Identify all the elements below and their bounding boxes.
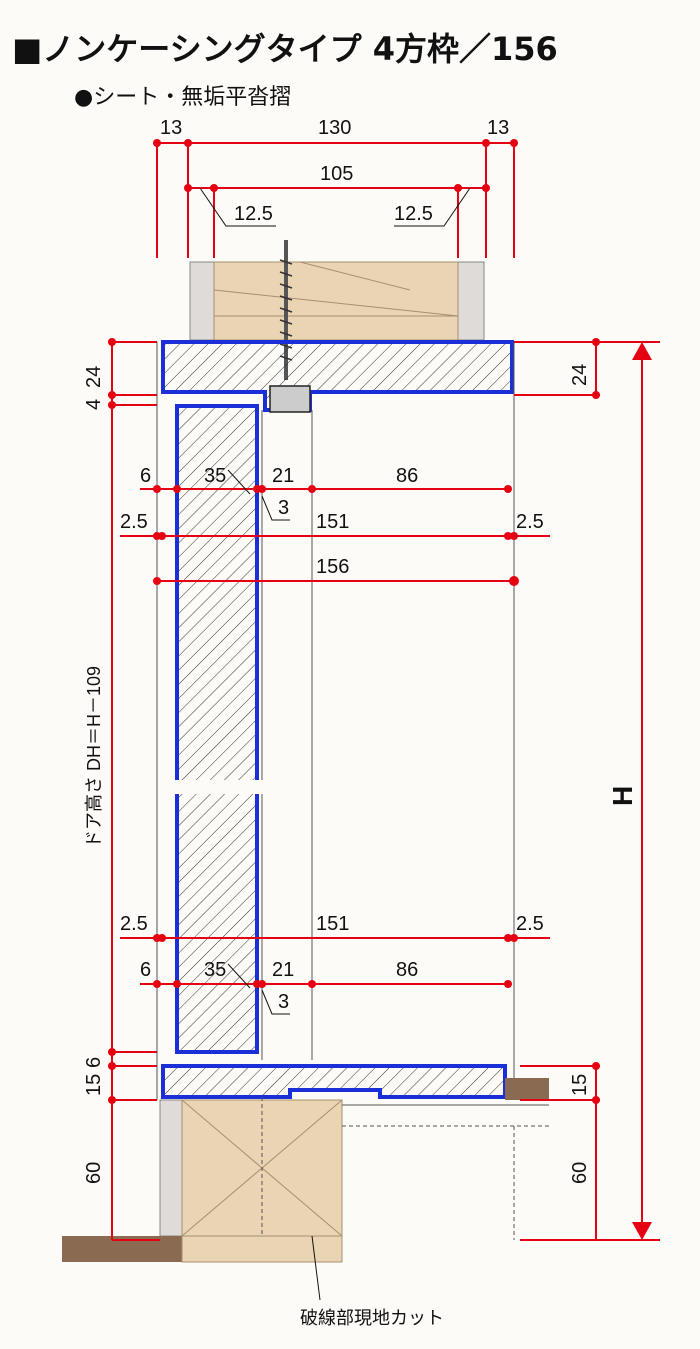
dimension-lines xyxy=(108,142,660,1241)
dim-b2-25-left: 2.5 xyxy=(120,913,148,935)
dim-top-sub-right: 12.5 xyxy=(394,203,433,225)
sill xyxy=(161,1064,507,1099)
dim-r2-151: 151 xyxy=(316,511,349,533)
dim-top-mid: 130 xyxy=(318,117,351,139)
dim-head-4: 4 xyxy=(83,399,105,410)
dim-door-height: ドア高さ DH＝H－109 xyxy=(84,666,104,848)
leader-lines xyxy=(199,187,471,1301)
dim-b2-25-right: 2.5 xyxy=(516,913,544,935)
dim-r1-86: 86 xyxy=(396,465,418,487)
page-title: ■ノンケーシングタイプ 4方枠／156 xyxy=(12,30,558,68)
head-frame xyxy=(161,340,514,413)
dim-top-sub-left: 12.5 xyxy=(234,203,273,225)
dim-r1-35: 35 xyxy=(204,465,226,487)
dim-b2-151: 151 xyxy=(316,913,349,935)
frame-lines xyxy=(156,342,515,1100)
dim-head-24-right: 24 xyxy=(569,364,591,386)
dim-r2-25-right: 2.5 xyxy=(516,511,544,533)
door-leaf xyxy=(170,404,270,1054)
dim-total-h: H xyxy=(607,786,638,806)
dim-floor-60-right: 60 xyxy=(569,1162,591,1184)
dimension-labels: 13 130 13 105 12.5 12.5 24 4 24 6 35 21 … xyxy=(83,117,638,1184)
dim-top-right: 13 xyxy=(487,117,509,139)
dim-b1-86: 86 xyxy=(396,959,418,981)
dim-head-24: 24 xyxy=(83,366,105,388)
floor-block xyxy=(62,1078,549,1263)
dim-floor-60: 60 xyxy=(83,1162,105,1184)
dim-b1-35: 35 xyxy=(204,959,226,981)
dimension-dots xyxy=(108,139,652,1240)
dim-r1-21: 21 xyxy=(272,465,294,487)
dim-r1-3: 3 xyxy=(278,497,289,519)
top-wall xyxy=(189,261,485,341)
dim-top-left: 13 xyxy=(160,117,182,139)
dim-top-inner: 105 xyxy=(320,163,353,185)
dim-b1-6: 6 xyxy=(140,959,151,981)
dim-sill-6: 6 xyxy=(83,1057,105,1068)
footer-note: 破線部現地カット xyxy=(300,1308,444,1329)
dim-r2-25-left: 2.5 xyxy=(120,511,148,533)
dim-sill-15: 15 xyxy=(83,1074,105,1096)
dim-b1-21: 21 xyxy=(272,959,294,981)
dim-r3-156: 156 xyxy=(316,556,349,578)
dim-r1-6: 6 xyxy=(140,465,151,487)
page-subtitle: ●シート・無垢平沓摺 xyxy=(74,85,291,110)
dim-sill-15-right: 15 xyxy=(569,1074,591,1096)
dim-b1-3: 3 xyxy=(278,991,289,1013)
